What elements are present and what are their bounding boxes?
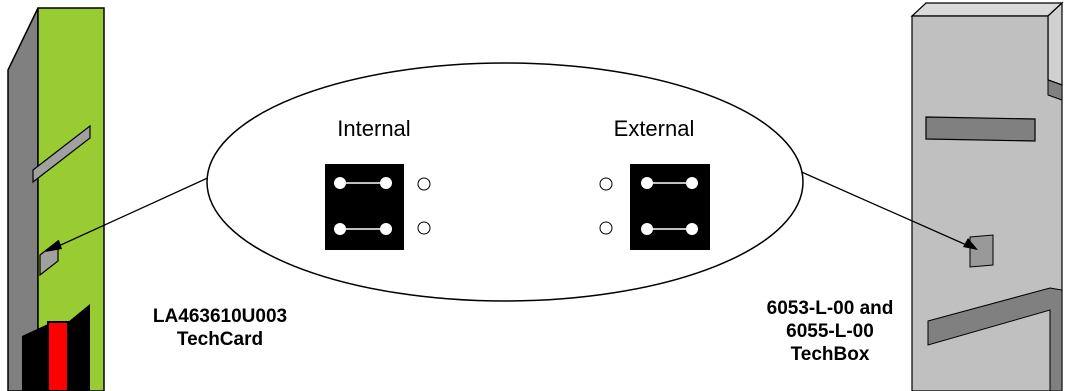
arrows: [45, 169, 978, 252]
techcard-face: [37, 7, 105, 391]
techbox-enclosure: [910, 1, 1064, 391]
techbox-display-slot: [925, 116, 1036, 142]
techbox-model-line2: 6055-L-00: [786, 321, 874, 342]
jumper-callout-ellipse: [206, 62, 804, 302]
techbox-connector: [969, 234, 994, 268]
arrow-to-techbox-head: [963, 238, 978, 250]
techbox-caption: 6053-L-00 and 6055-L-00 TechBox: [740, 297, 920, 366]
techcard-caption: LA463610U003 TechCard: [130, 305, 310, 351]
techcard-led-indicator: [47, 321, 69, 391]
techcard-name: TechCard: [176, 329, 264, 350]
techcard-slot: [32, 124, 91, 184]
external-open-pin-top: [599, 177, 613, 191]
techbox-name: TechBox: [790, 344, 870, 365]
internal-open-pin-bottom: [417, 221, 431, 235]
techcard-port-right: [68, 304, 90, 391]
external-label: External: [613, 116, 695, 141]
techcard-port-left: [22, 324, 48, 391]
techcard-board: [7, 7, 105, 391]
arrow-to-techbox: [796, 169, 972, 248]
external-open-pin-bottom: [599, 221, 613, 235]
techcard-part-number: LA463610U003: [152, 306, 288, 327]
jumper-block-internal: [325, 164, 404, 250]
techbox-base-step: [927, 287, 1063, 391]
jumper-block-external: [630, 164, 710, 250]
techbox-model-line1: 6053-L-00 and: [766, 298, 894, 319]
techbox-top: [910, 2, 1064, 17]
internal-label: Internal: [337, 116, 411, 141]
arrow-to-techcard: [51, 175, 213, 250]
internal-open-pin-top: [417, 177, 431, 191]
arrow-to-techcard-head: [45, 240, 62, 252]
